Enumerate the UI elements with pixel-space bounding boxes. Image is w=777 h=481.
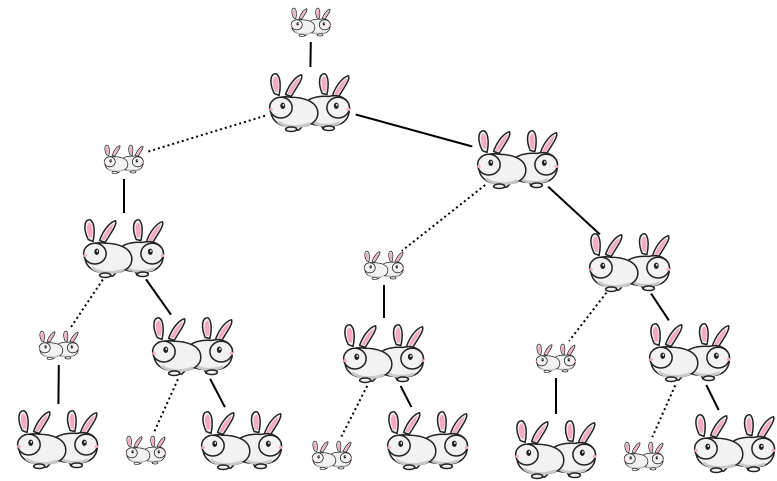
young-rabbit-pair-icon [535,343,577,374]
adult-rabbit-pair-icon [475,129,560,190]
dotted-edge-n4-n7 [401,184,486,252]
adult-rabbit-pair-icon [15,409,100,470]
young-rabbit-pair-icon [38,330,80,361]
young-rabbit-pair-icon [311,440,353,471]
adult-rabbit-pair-icon [199,410,284,471]
dotted-edge-n6-n12 [153,378,179,432]
young-rabbit-pair-icon [290,7,332,38]
adult-rabbit-pair-icon [81,218,166,279]
solid-edge-n1-n4 [355,113,473,148]
adult-rabbit-pair-icon [587,232,672,293]
solid-edge-n4-n8 [547,185,601,236]
young-rabbit-pair-icon [363,250,405,281]
solid-edge-n9-n13 [399,385,413,408]
dotted-edge-n9-n14 [340,385,369,437]
dotted-edge-n3-n5 [69,279,104,328]
solid-edge-n8-n16 [650,293,670,321]
dotted-edge-n1-n2 [147,114,266,153]
adult-rabbit-pair-icon [647,322,732,383]
young-rabbit-pair-icon [623,441,665,472]
adult-rabbit-pair-icon [513,419,598,480]
solid-edge-n6-n11 [209,378,226,408]
adult-rabbit-pair-icon [150,316,235,377]
dotted-edge-n8-n15 [568,292,608,342]
node-layer [15,7,777,480]
adult-rabbit-pair-icon [341,323,426,384]
solid-edge-n3-n6 [145,278,172,316]
young-rabbit-pair-icon [103,144,145,175]
adult-rabbit-pair-icon [385,410,470,471]
young-rabbit-pair-icon [125,435,167,466]
dotted-edge-n16-n18 [651,384,677,438]
edge-layer [57,41,720,438]
solid-edge-n16-n19 [705,384,720,411]
adult-rabbit-pair-icon [692,413,777,474]
adult-rabbit-pair-icon [267,72,352,133]
